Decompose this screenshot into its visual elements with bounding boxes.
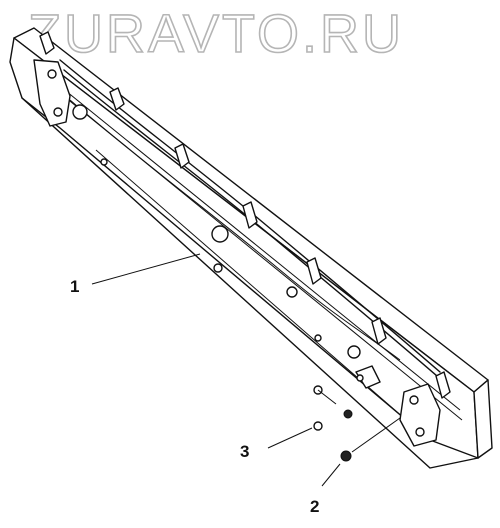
callout-2: 2	[310, 497, 319, 516]
leader-1	[91, 253, 201, 285]
callout-1: 1	[70, 277, 79, 296]
callout-3: 3	[240, 442, 249, 461]
hardware-parts	[313, 385, 353, 462]
leader-3	[267, 427, 313, 449]
leader-2-upper	[351, 417, 401, 453]
leader-2	[321, 463, 341, 487]
leader-lines	[91, 253, 401, 487]
nut-2	[340, 450, 352, 462]
watermark-text: ZURAVTO.RU	[28, 4, 404, 64]
nut-upper	[343, 409, 353, 419]
fuel-rail-assembly	[9, 27, 493, 469]
washer-3	[313, 421, 323, 431]
